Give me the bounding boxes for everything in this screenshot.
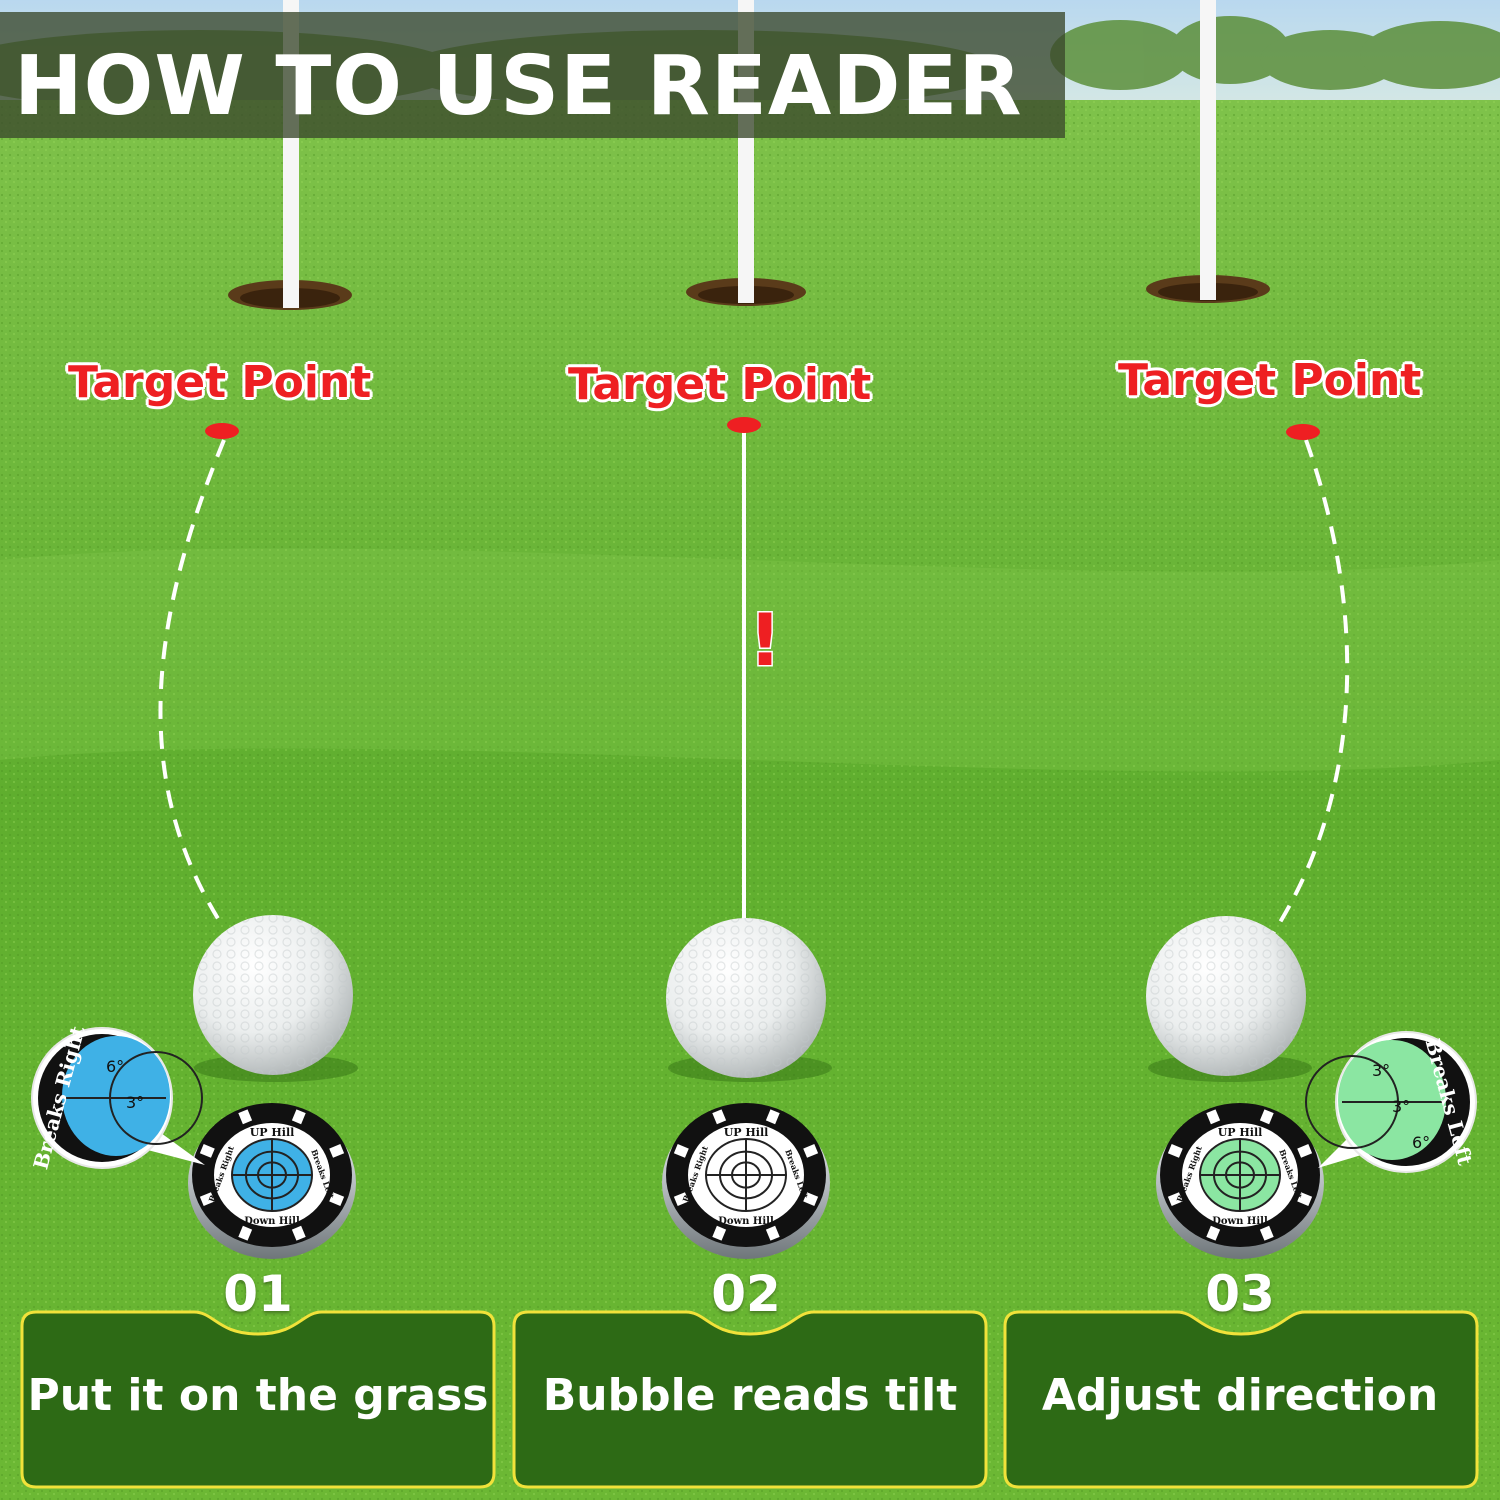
chip-notch: [329, 1192, 345, 1207]
zoom-tick-label: 6°: [1412, 1133, 1430, 1152]
chip-notch: [803, 1192, 819, 1207]
step-number-1: 01: [223, 1265, 293, 1323]
zoom-tick-label: 3°: [126, 1093, 144, 1112]
target-point-label-2: Target Point: [568, 359, 872, 410]
chip-notch: [291, 1225, 306, 1241]
target-point-label-1: Target Point: [68, 357, 372, 408]
chip-notch: [673, 1192, 689, 1207]
chip-notch: [291, 1109, 306, 1125]
chip-notch: [1206, 1225, 1221, 1241]
chip-notch: [803, 1143, 819, 1158]
marker-bottom-text: Down Hill: [244, 1216, 300, 1227]
zoom-tick-label: 3°: [1392, 1097, 1410, 1116]
chip-notch: [712, 1225, 727, 1241]
chip-notch: [329, 1143, 345, 1158]
marker-top-text: UP Hill: [250, 1126, 295, 1139]
chip-notch: [1206, 1109, 1221, 1125]
chip-notch: [765, 1109, 780, 1125]
chip-notch: [199, 1143, 215, 1158]
step-label-2: Bubble reads tilt: [542, 1370, 958, 1421]
chip-notch: [1259, 1109, 1274, 1125]
zoom-callout-1: 6°3°Breaks Right: [28, 1023, 205, 1172]
grass-texture: [0, 100, 1500, 1500]
chip-notch: [765, 1225, 780, 1241]
marker-top-text: UP Hill: [1218, 1126, 1263, 1139]
zoom-tick-label: 6°: [106, 1057, 124, 1076]
step-number-2: 02: [711, 1265, 781, 1323]
chip-notch: [199, 1192, 215, 1207]
step-label-1: Put it on the grass: [27, 1370, 489, 1421]
chip-notch: [1167, 1143, 1183, 1158]
step-panel-2: [512, 1310, 988, 1489]
chip-notch: [238, 1109, 253, 1125]
chip-notch: [1297, 1192, 1313, 1207]
zoom-tick-label: 3°: [1372, 1061, 1390, 1080]
chip-notch: [238, 1225, 253, 1241]
page-title: HOW TO USE READER: [14, 39, 1023, 134]
step-number-3: 03: [1205, 1265, 1275, 1323]
chip-notch: [1297, 1143, 1313, 1158]
step-panel-3: [1003, 1310, 1479, 1489]
alert-icon: !: [749, 598, 782, 682]
target-dot-1: [205, 423, 239, 439]
chip-notch: [712, 1109, 727, 1125]
zoom-callout-3: 3°3°6°Breaks Left: [1305, 1031, 1478, 1173]
zoom-level-face: [1338, 1040, 1446, 1160]
marker-bottom-text: Down Hill: [1212, 1216, 1268, 1227]
zoom-level-face: [62, 1036, 170, 1156]
target-dot-2: [727, 417, 761, 433]
step-panel-1: [20, 1310, 496, 1489]
chip-notch: [673, 1143, 689, 1158]
marker-top-text: UP Hill: [724, 1126, 769, 1139]
step-label-3: Adjust direction: [1041, 1370, 1439, 1421]
flagstick-3: [1200, 0, 1216, 300]
mowing-stripe: [0, 548, 1500, 772]
golf-ball-1: [193, 915, 358, 1082]
golf-ball-3: [1146, 916, 1312, 1082]
golf-ball-2: [666, 918, 832, 1082]
target-dot-3: [1286, 424, 1320, 440]
header-bar: HOW TO USE READER: [0, 12, 1065, 138]
chip-notch: [1167, 1192, 1183, 1207]
target-point-label-3: Target Point: [1118, 355, 1422, 406]
marker-bottom-text: Down Hill: [718, 1216, 774, 1227]
hole-3: [1146, 0, 1270, 303]
chip-notch: [1259, 1225, 1274, 1241]
curved-path-left: [158, 439, 226, 927]
